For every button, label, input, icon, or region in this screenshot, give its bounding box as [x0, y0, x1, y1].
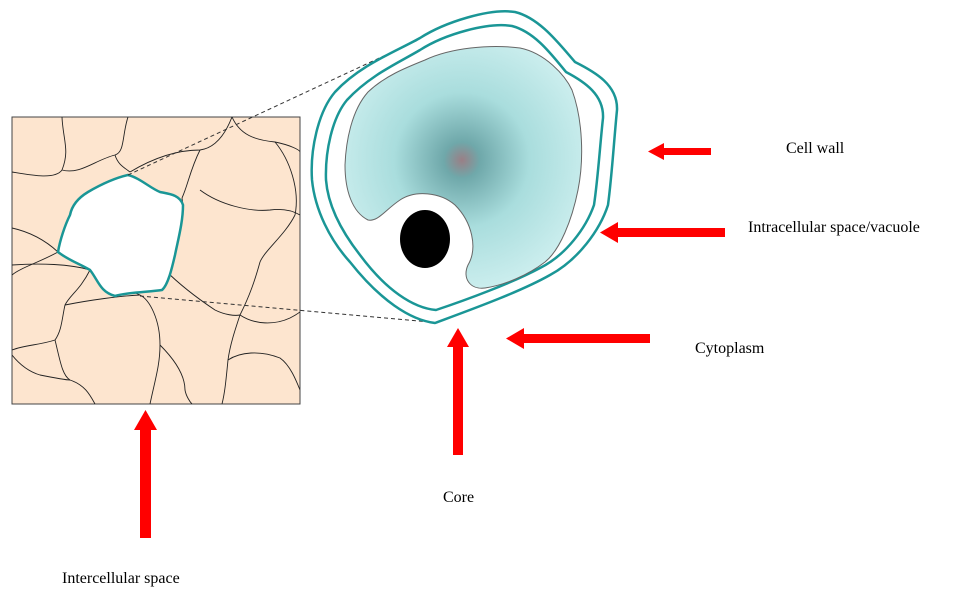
zoomed-cell [312, 11, 617, 323]
label-cell-wall: Cell wall [786, 141, 844, 157]
label-intracellular-space: Intracellular space/vacuole [748, 220, 920, 236]
nucleus [400, 210, 450, 268]
intercellular-arrow [134, 410, 157, 538]
label-core: Core [443, 490, 474, 506]
core-arrow [447, 328, 469, 455]
tissue-section [12, 117, 300, 404]
cell-wall-arrow [648, 143, 711, 160]
label-cytoplasm: Cytoplasm [695, 341, 764, 357]
intracellular-arrow [600, 222, 725, 243]
cytoplasm-arrow [506, 328, 650, 349]
label-intercellular-space: Intercellular space [62, 571, 180, 587]
